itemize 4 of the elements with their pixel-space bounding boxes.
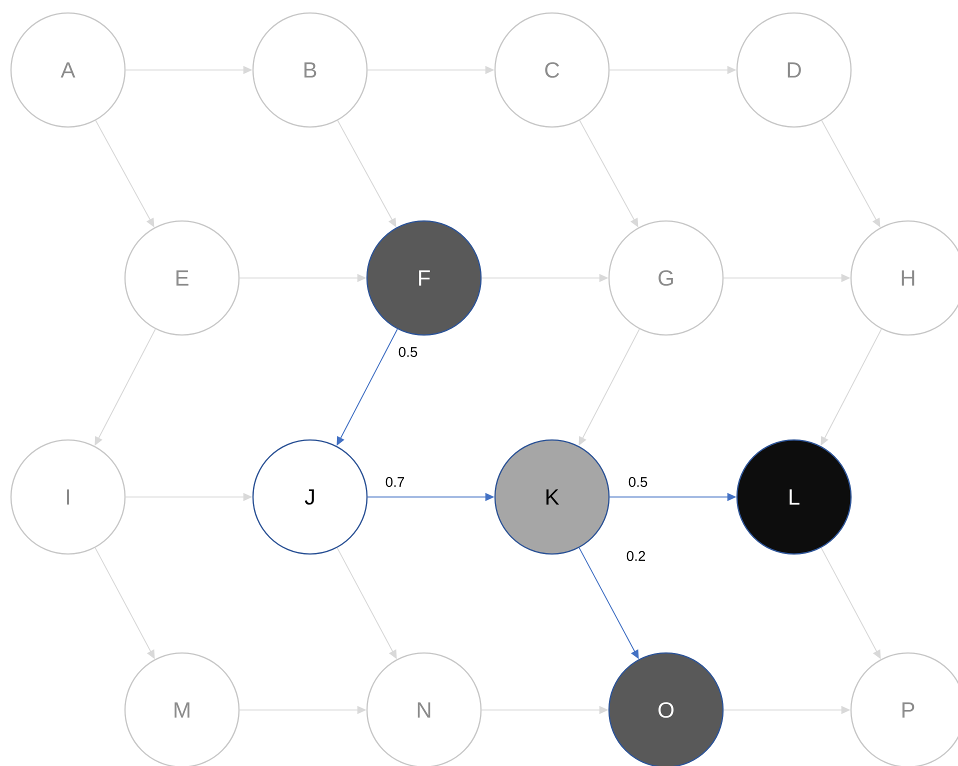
edge-label: 0.5: [627, 476, 649, 488]
edge-label: 0.7: [384, 476, 406, 488]
edge-label: 0.5: [397, 346, 419, 358]
edge-label: 0.2: [625, 550, 647, 562]
